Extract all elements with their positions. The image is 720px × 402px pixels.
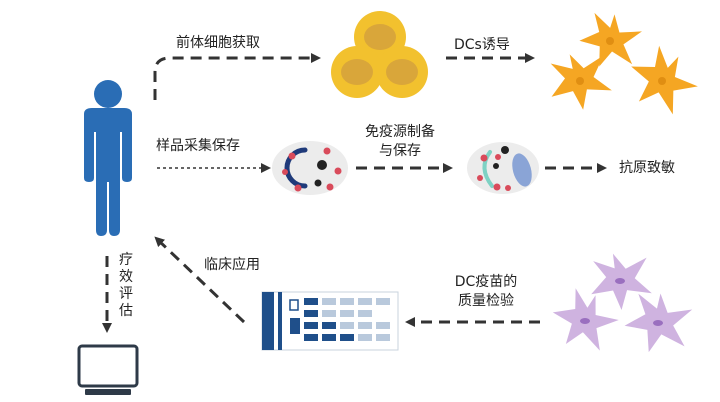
label-qc-line1: DC疫苗的 [454, 274, 518, 290]
label-precursor-cells: 前体细胞获取 [176, 35, 260, 51]
dc-cells-purple-icon [543, 245, 694, 360]
label-dc-induction: DCs诱导 [454, 37, 510, 53]
dc-cells-orange-icon [540, 9, 706, 125]
label-sample-storage: 样品采集保存 [156, 138, 240, 154]
antigen-cell-icon [467, 142, 539, 194]
label-qc-line2: 质量检验 [458, 293, 514, 309]
vaccine-cabinet-icon [261, 291, 399, 351]
label-clinical-use: 临床应用 [204, 257, 260, 273]
label-antigen-prep-line2: 与保存 [379, 143, 421, 159]
sample-cell-icon [272, 141, 348, 195]
label-efficacy-eval: 疗效评估 [119, 252, 133, 319]
monitor-icon [77, 344, 139, 395]
label-antigen-prep-line1: 免疫源制备 [365, 124, 435, 140]
precursor-cells-icon [331, 11, 428, 98]
label-antigen-sensitization: 抗原致敏 [619, 160, 675, 176]
arrow-to-person [154, 236, 246, 324]
arrow-to-precursor [153, 53, 321, 100]
person-icon [84, 80, 132, 236]
